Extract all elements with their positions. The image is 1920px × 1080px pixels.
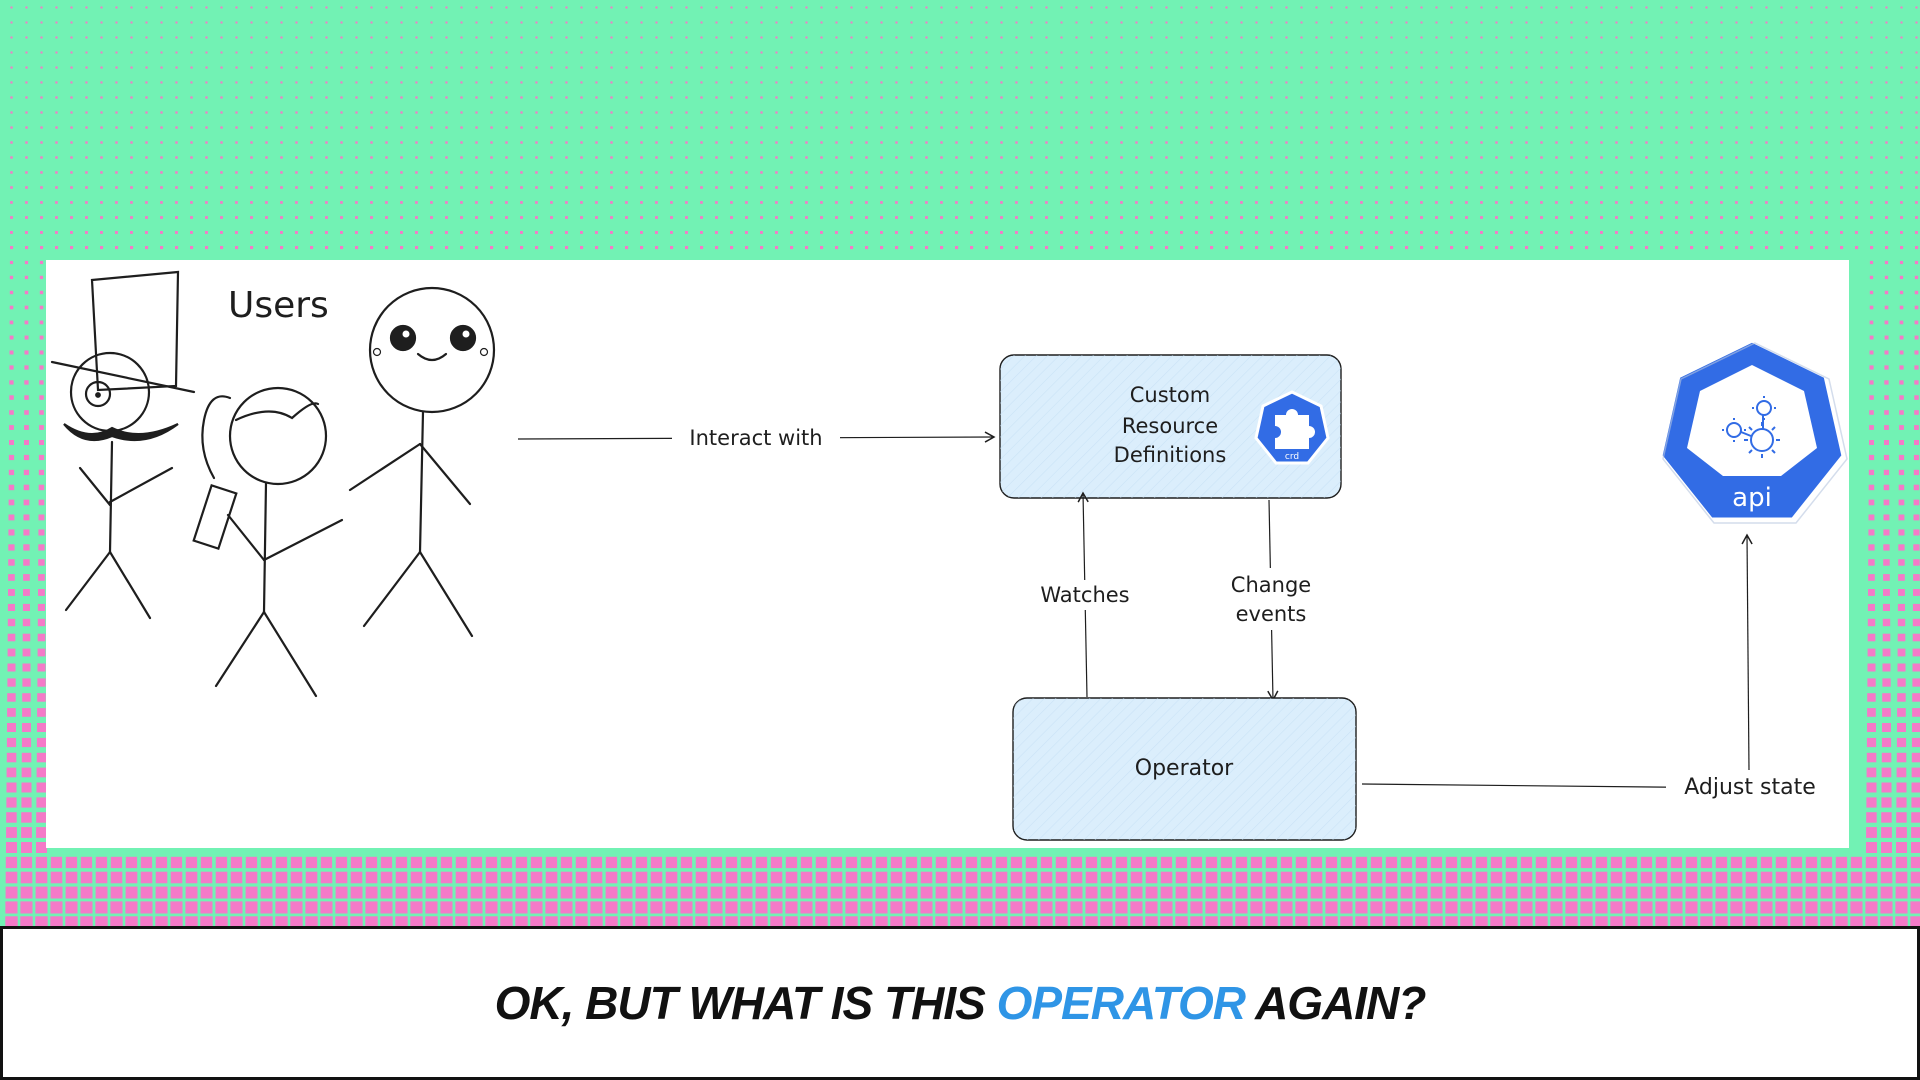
user-figure-smile	[348, 286, 496, 638]
crd-label-line-2: Resource	[1122, 414, 1218, 438]
diagram-panel	[46, 260, 1849, 848]
background-pattern	[5, 6, 1920, 926]
k8s-api-icon: api	[1657, 337, 1848, 524]
caption-after: AGAIN?	[1245, 977, 1426, 1029]
crd-icon-label: crd	[1285, 452, 1299, 462]
caption-text: OK, BUT WHAT IS THIS OPERATOR AGAIN?	[494, 976, 1427, 1030]
crd-puzzle-icon: crd	[1254, 390, 1330, 465]
change-events-label-line-1: Change	[1231, 573, 1311, 597]
watches-arrow	[1034, 491, 1138, 698]
operator-label: Operator	[1135, 756, 1234, 781]
caption-bar: OK, BUT WHAT IS THIS OPERATOR AGAIN?	[0, 926, 1920, 1080]
watches-label: Watches	[1040, 583, 1129, 607]
api-icon-label: api	[1732, 483, 1772, 513]
adjust-state-label: Adjust state	[1684, 775, 1816, 800]
user-figure-phone	[192, 386, 344, 698]
caption-highlight: OPERATOR	[996, 977, 1246, 1029]
user-figure-tophat	[50, 270, 196, 620]
operator-box	[1012, 697, 1357, 841]
interact-label: Interact with	[689, 426, 822, 450]
interact-arrow	[517, 424, 996, 452]
change-events-arrow	[1226, 499, 1316, 702]
caption-before: OK, BUT WHAT IS THIS	[494, 977, 997, 1029]
crd-box	[999, 354, 1342, 499]
crd-label-line-3: Definitions	[1114, 443, 1227, 467]
change-events-label-line-2: events	[1236, 602, 1307, 626]
users-label: Users	[228, 285, 329, 326]
adjust-state-arrow	[1361, 533, 1834, 802]
crd-label-line-1: Custom	[1130, 383, 1210, 407]
